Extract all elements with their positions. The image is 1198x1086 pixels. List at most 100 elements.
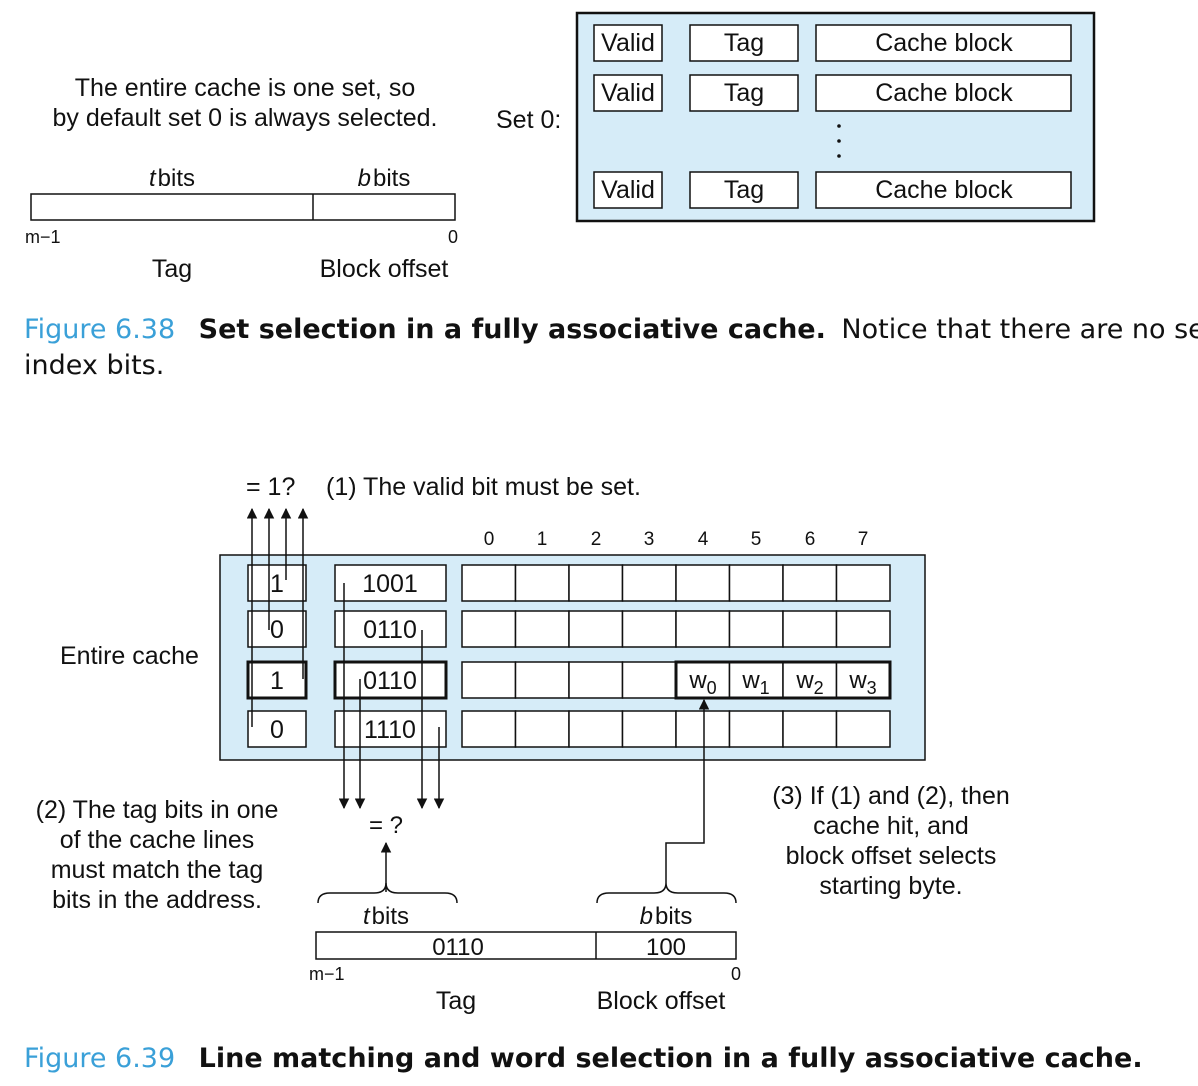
fig39-step3: (3) If (1) and (2), then cache hit, and … — [772, 782, 1010, 900]
fig38-tag-box — [689, 74, 799, 112]
selected-words-outline — [674, 660, 892, 700]
tag-value: 1110 — [364, 716, 416, 744]
valid-bit-box — [247, 564, 307, 602]
fig38-note-line2: by default set 0 is always selected. — [53, 104, 438, 132]
fig39-cache-line: 0 1110 — [247, 710, 891, 748]
fig39-tag-field-label: Tag — [436, 987, 476, 1015]
tag-box — [333, 660, 448, 700]
fig38-caption-line2: index bits. — [24, 350, 164, 381]
fig38-b-bits-label: bbits — [358, 165, 411, 192]
valid-bit-value: 1 — [270, 570, 284, 598]
fig38-note-line1: The entire cache is one set, so — [75, 74, 415, 102]
fig39-addr-low: 0 — [731, 964, 741, 984]
byte-index: 5 — [751, 529, 762, 550]
fig39-addr-high: m−1 — [309, 964, 345, 984]
fig39-compare-label: = ? — [369, 812, 403, 839]
fig39-cache-line: 1 1001 — [247, 564, 891, 602]
block-bytes — [461, 710, 891, 748]
fig38-address-field — [30, 193, 456, 221]
fig38-block-box — [815, 171, 1072, 209]
word-w1: w1 — [741, 667, 769, 698]
block-bytes — [461, 610, 891, 648]
fig39-addr-offset-value: 100 — [646, 934, 686, 961]
valid-bit-value: 0 — [270, 616, 284, 644]
step2-line: (2) The tag bits in one — [36, 796, 279, 824]
byte-index: 3 — [644, 529, 655, 550]
fig38-addr-low: 0 — [448, 227, 458, 247]
fig38-valid-box — [593, 171, 663, 209]
valid-bit-box — [247, 610, 307, 648]
fig39-cache-line-selected: 1 0110 w0 w1 w2 w3 — [246, 660, 892, 700]
tag-value: 0110 — [363, 616, 417, 644]
step3-line: cache hit, and — [813, 812, 969, 840]
fig39-cache-line: 0 0110 — [247, 610, 891, 648]
tag-value: 1001 — [362, 570, 418, 598]
fig39-b-bits-label: bbits — [640, 903, 693, 930]
tag-box — [334, 710, 447, 748]
step3-line: starting byte. — [819, 872, 962, 900]
word-w2: w2 — [795, 667, 823, 698]
byte-index: 2 — [591, 529, 602, 550]
byte-index: 1 — [537, 529, 548, 550]
fig38-offset-field-label: Block offset — [320, 255, 449, 283]
fig38-t-bits-label: tbits — [149, 165, 195, 192]
step2-line: bits in the address. — [52, 886, 262, 914]
valid-bit-value: 0 — [270, 716, 284, 744]
block-bytes — [461, 564, 891, 602]
tag-box — [334, 610, 447, 648]
fig38-tag-box — [689, 24, 799, 62]
valid-bit-box — [247, 710, 307, 748]
fig39-offset-field-label: Block offset — [597, 987, 726, 1015]
step2-line: of the cache lines — [60, 826, 255, 854]
valid-bit-value: 1 — [270, 667, 284, 695]
fig38-block-text: Cache block — [875, 29, 1013, 57]
tag-value: 0110 — [363, 667, 417, 695]
byte-index: 4 — [698, 529, 709, 550]
fig39-byte-indices: 0 1 2 3 4 5 6 7 — [484, 529, 869, 550]
fig39-t-bits-label: tbits — [363, 903, 409, 930]
fig38-block-box — [815, 24, 1072, 62]
fig39-step1: (1) The valid bit must be set. — [326, 473, 641, 501]
tag-compare-arrows — [338, 583, 445, 810]
fig38-tag-field-label: Tag — [152, 255, 192, 283]
word-w3: w3 — [848, 667, 876, 698]
fig39-address-field — [315, 931, 737, 960]
fig39-valid-check: = 1? — [246, 473, 295, 501]
fig38-set-label: Set 0: — [496, 106, 561, 134]
fig38-block-text: Cache block — [875, 79, 1013, 107]
tag-box — [334, 564, 447, 602]
byte-index: 0 — [484, 529, 495, 550]
fig38-cache-line: Valid Tag Cache block — [593, 74, 1072, 112]
fig39-addr-tag-value: 0110 — [432, 934, 484, 961]
fig39-caption: Figure 6.39 Line matching and word selec… — [24, 1043, 1143, 1074]
fig39-step2: (2) The tag bits in one of the cache lin… — [36, 796, 279, 914]
fig38-valid-text: Valid — [601, 79, 655, 107]
valid-bit-arrows — [246, 507, 309, 727]
fig38-diagram: The entire cache is one set, so by defau… — [24, 11, 1198, 381]
offset-select-arrow — [665, 698, 710, 883]
fig38-ellipsis — [837, 124, 841, 158]
fig38-addr-high: m−1 — [25, 227, 61, 247]
fig38-valid-box — [593, 24, 663, 62]
fig38-block-box — [815, 74, 1072, 112]
byte-index: 7 — [858, 529, 869, 550]
fig38-valid-box — [593, 74, 663, 112]
fig38-block-text: Cache block — [875, 176, 1013, 204]
fig38-valid-text: Valid — [601, 29, 655, 57]
fig39-entire-cache-label: Entire cache — [60, 642, 199, 670]
t-bits-brace — [317, 882, 458, 904]
b-bits-brace — [596, 882, 737, 904]
fig38-valid-text: Valid — [601, 176, 655, 204]
fig38-caption-line1: Figure 6.38 Set selection in a fully ass… — [24, 314, 1198, 345]
fig38-cache-line: Valid Tag Cache block — [593, 171, 1072, 209]
fig38-tag-box — [689, 171, 799, 209]
step3-line: (3) If (1) and (2), then — [772, 782, 1010, 810]
step2-line: must match the tag — [51, 856, 264, 884]
byte-index: 6 — [805, 529, 816, 550]
fig39-diagram: = 1? (1) The valid bit must be set. 0 1 … — [24, 473, 1143, 1074]
fig38-tag-text: Tag — [724, 176, 764, 204]
fig38-tag-text: Tag — [724, 29, 764, 57]
fig38-cache-line: Valid Tag Cache block — [593, 24, 1072, 62]
step3-line: block offset selects — [786, 842, 997, 870]
